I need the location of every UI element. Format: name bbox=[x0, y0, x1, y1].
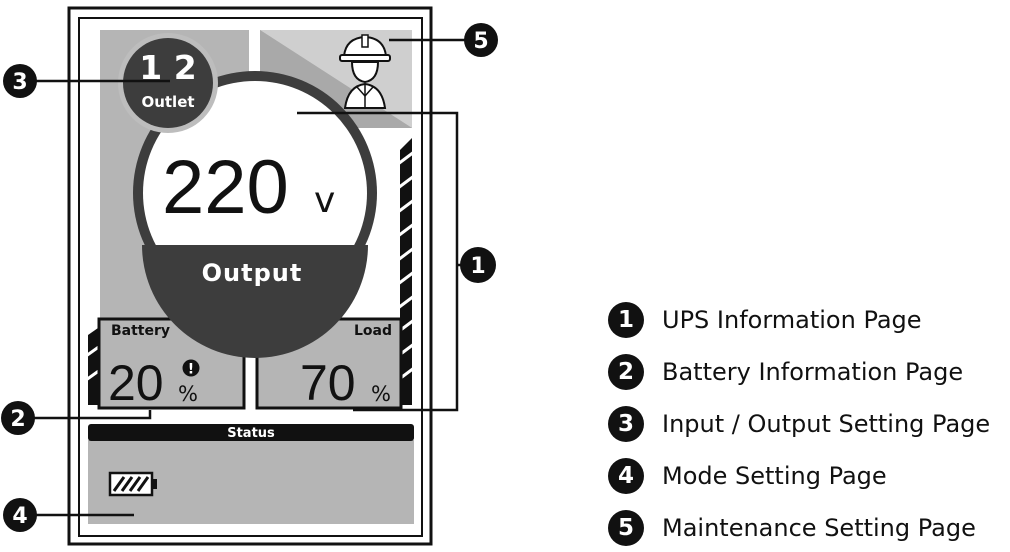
battery-icon bbox=[108, 471, 157, 497]
legend-label-3: Input / Output Setting Page bbox=[662, 410, 991, 438]
load-value: 70 bbox=[300, 355, 356, 411]
output-value: 220 bbox=[162, 145, 289, 230]
legend-number-4: 4 bbox=[608, 458, 644, 494]
svg-text:3: 3 bbox=[12, 70, 27, 95]
callout-leaders bbox=[18, 38, 476, 517]
callout-badge-3: 3 bbox=[3, 64, 37, 98]
legend-label-2: Battery Information Page bbox=[662, 358, 964, 386]
legend-item-ups-information: 1 UPS Information Page bbox=[608, 300, 922, 340]
battery-alert-mark: ! bbox=[188, 362, 194, 378]
svg-text:2: 2 bbox=[10, 407, 25, 432]
svg-text:1: 1 bbox=[470, 254, 485, 279]
legend-number-3: 3 bbox=[608, 406, 644, 442]
legend-number-2: 2 bbox=[608, 354, 644, 390]
output-circle[interactable] bbox=[133, 71, 377, 358]
load-unit: % bbox=[371, 382, 391, 406]
leader-2 bbox=[18, 410, 152, 420]
legend-item-input-output-setting: 3 Input / Output Setting Page bbox=[608, 404, 990, 444]
legend-label-5: Maintenance Setting Page bbox=[662, 514, 976, 542]
level-bar-left bbox=[88, 328, 98, 405]
legend-item-maintenance-setting: 5 Maintenance Setting Page bbox=[608, 508, 976, 548]
exclamation-icon: ! bbox=[182, 359, 200, 378]
worker-hardhat-icon bbox=[339, 34, 391, 109]
battery-label: Battery bbox=[111, 323, 170, 339]
callout-badge-5: 5 bbox=[464, 23, 498, 57]
legend-label-1: UPS Information Page bbox=[662, 306, 922, 334]
legend-number-1: 1 bbox=[608, 302, 644, 338]
callout-badge-1: 1 bbox=[460, 247, 496, 283]
svg-text:4: 4 bbox=[12, 504, 27, 529]
battery-unit: % bbox=[178, 382, 198, 406]
outlet-label: Outlet bbox=[141, 93, 194, 111]
legend-label-4: Mode Setting Page bbox=[662, 462, 887, 490]
callout-badge-2: 2 bbox=[1, 401, 35, 435]
status-bar bbox=[88, 424, 414, 441]
legend-item-battery-information: 2 Battery Information Page bbox=[608, 352, 963, 392]
legend-item-mode-setting: 4 Mode Setting Page bbox=[608, 456, 887, 496]
leader-1 bbox=[297, 111, 459, 412]
output-label: Output bbox=[202, 259, 303, 287]
output-unit: v bbox=[314, 180, 335, 221]
callout-badge-4: 4 bbox=[3, 498, 37, 532]
status-label: Status bbox=[227, 426, 275, 441]
battery-value: 20 bbox=[108, 355, 164, 411]
svg-text:5: 5 bbox=[473, 29, 488, 54]
outlet-circle[interactable] bbox=[118, 33, 218, 133]
legend-number-5: 5 bbox=[608, 510, 644, 546]
load-label: Load bbox=[354, 323, 392, 339]
